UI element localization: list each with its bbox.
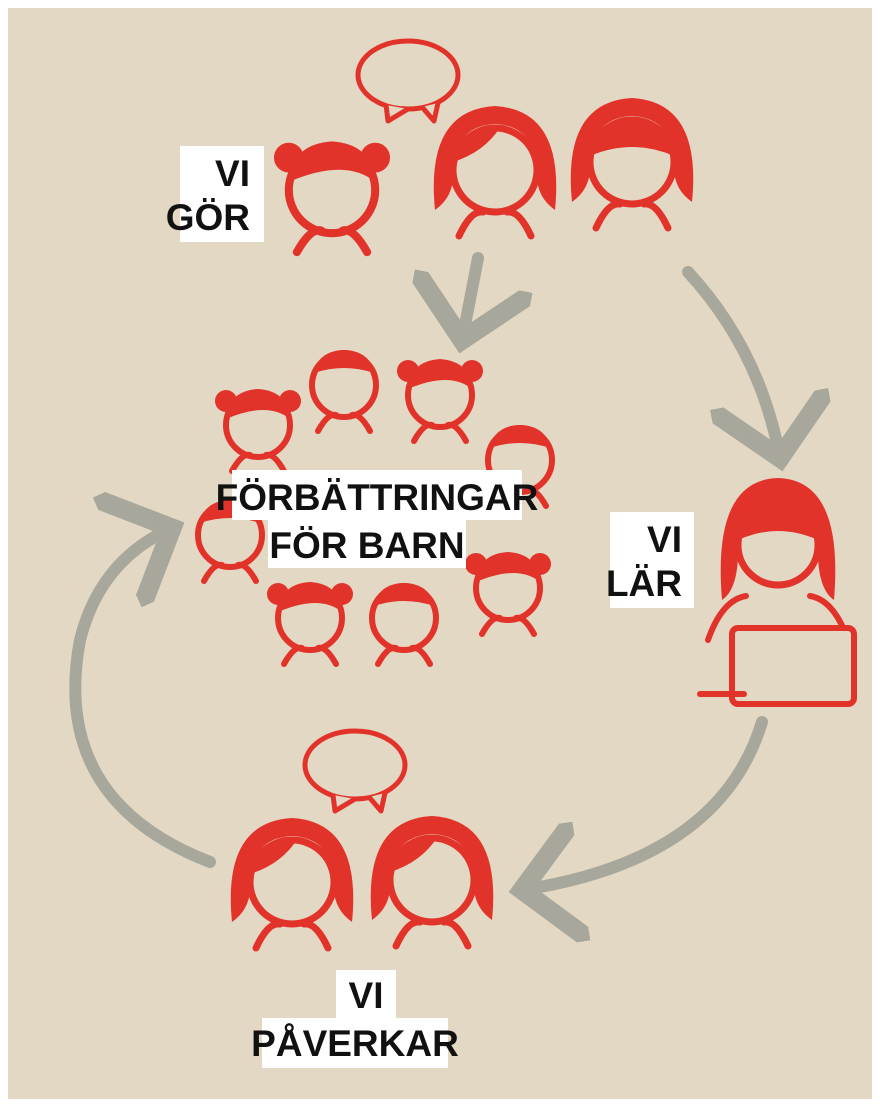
label-center-line2: FÖR BARN — [269, 525, 464, 566]
label-vi-paverkar: VI PÅVERKAR — [251, 970, 459, 1068]
arrow-gor-to-center — [462, 252, 478, 340]
arrow-lar-to-paverkar — [522, 716, 768, 890]
label-vi-gor: VI GÖR — [166, 146, 264, 242]
label-center: FÖRBÄTTRINGAR FÖR BARN — [216, 470, 539, 568]
label-vi-paverkar-line2: PÅVERKAR — [251, 1023, 459, 1064]
arrow-gor-to-lar — [682, 266, 780, 458]
label-vi-lar-line1: VI — [647, 519, 682, 560]
arrow-paverkar-to-center — [69, 528, 216, 868]
label-vi-gor-line1: VI — [215, 153, 250, 194]
girl-laptop-icon — [697, 478, 857, 707]
label-center-line1: FÖRBÄTTRINGAR — [216, 477, 539, 518]
label-vi-paverkar-line1: VI — [349, 975, 384, 1016]
label-vi-gor-line2: GÖR — [166, 197, 250, 238]
label-vi-lar-line2: LÄR — [606, 563, 682, 604]
label-vi-lar: VI LÄR — [606, 512, 694, 608]
